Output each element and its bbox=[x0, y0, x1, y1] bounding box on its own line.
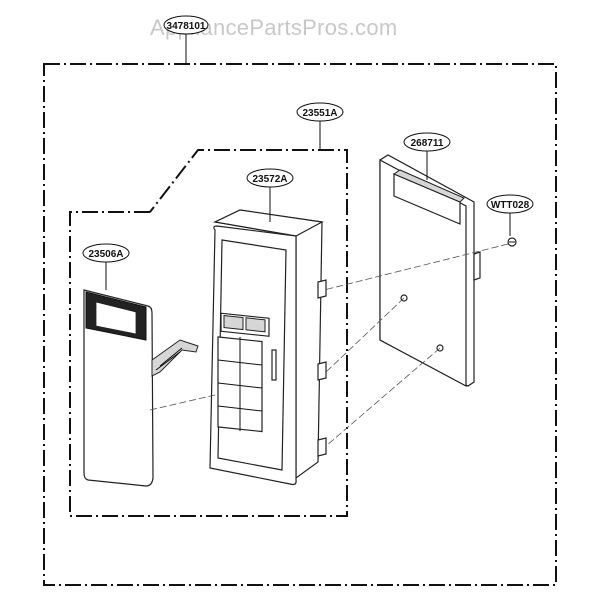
frame-assembly-callout bbox=[296, 102, 344, 122]
screw-label: WTT028 bbox=[491, 200, 530, 211]
assembly-boundary bbox=[43, 63, 557, 586]
screw-callout bbox=[486, 194, 534, 214]
pcb-label: 268711 bbox=[411, 138, 444, 149]
frame-assembly-label: 23551A bbox=[302, 108, 337, 119]
control-frame-part bbox=[209, 209, 327, 486]
alignment-line-top bbox=[323, 243, 509, 291]
control-panel-overlay-part bbox=[83, 289, 199, 487]
overlay-label: 23506A bbox=[88, 249, 123, 260]
control-frame-label: 23572A bbox=[252, 174, 287, 185]
control-frame-callout bbox=[246, 168, 294, 188]
assembly-label: 3478101 bbox=[167, 21, 206, 32]
pcb-part bbox=[379, 154, 481, 388]
alignment-line-bottom bbox=[325, 347, 441, 447]
assembly-callout bbox=[163, 15, 209, 35]
overlay-callout bbox=[82, 243, 130, 263]
alignment-line-middle bbox=[325, 297, 405, 373]
screw-part bbox=[507, 237, 517, 247]
alignment-line-overlay bbox=[149, 394, 216, 411]
frame-assembly-boundary bbox=[69, 149, 348, 517]
pcb-callout bbox=[403, 132, 451, 152]
